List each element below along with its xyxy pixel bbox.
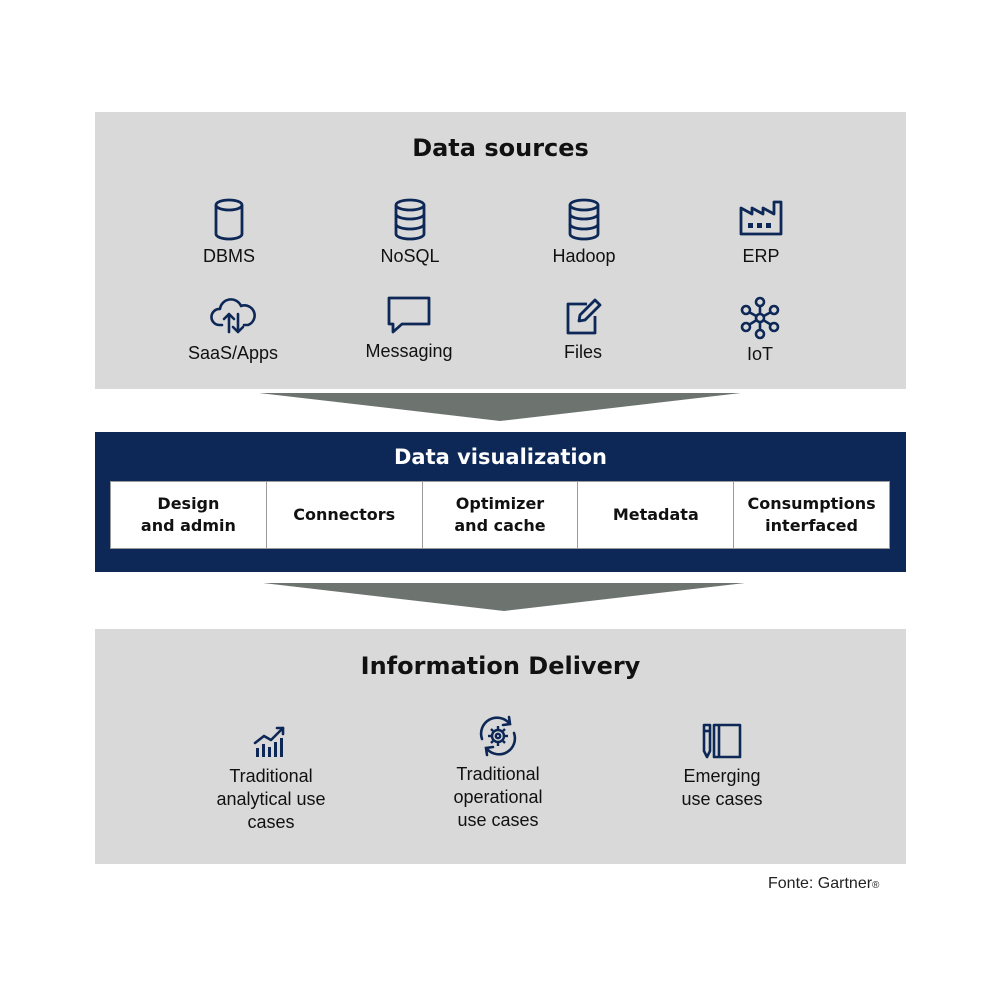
component-metadata: Metadata [578, 482, 735, 548]
information-delivery-panel: Information Delivery Traditional analyti… [95, 629, 906, 864]
data-visualization-band: Data visualization Design and admin Conn… [95, 432, 906, 572]
source-label: ERP [742, 246, 780, 266]
component-connectors: Connectors [267, 482, 423, 548]
component-optimizer-cache: Optimizer and cache [423, 482, 579, 548]
database-icon [568, 198, 600, 241]
visualization-components-row: Design and admin Connectors Optimizer an… [110, 481, 890, 549]
source-label: NoSQL [380, 246, 440, 266]
delivery-item-emerging: Emerging use cases [622, 723, 822, 811]
flow-arrow-down [263, 583, 745, 611]
source-label: Hadoop [552, 246, 616, 266]
data-sources-title: Data sources [412, 134, 589, 162]
flow-arrow-down [259, 393, 741, 421]
delivery-label: Emerging use cases [681, 766, 763, 809]
source-item-messaging: Messaging [329, 295, 489, 362]
source-label: IoT [746, 344, 773, 364]
source-label: Messaging [365, 341, 453, 361]
source-item-iot: IoT [680, 296, 840, 365]
delivery-item-operational: Traditional operational use cases [398, 715, 598, 832]
factory-icon [739, 200, 783, 236]
data-sources-panel: Data sources DBMS NoSQL [95, 112, 906, 389]
notebook-pencil-icon [702, 723, 742, 759]
network-nodes-icon [740, 296, 780, 340]
delivery-item-analytical: Traditional analytical use cases [171, 725, 371, 834]
source-item-files: Files [503, 298, 663, 363]
component-consumptions-interfaced: Consumptions interfaced [747, 494, 876, 535]
cloud-sync-icon [210, 298, 256, 334]
source-credit-text: Fonte: Gartner [768, 875, 873, 892]
source-item-erp: ERP [681, 198, 841, 267]
database-icon [394, 198, 426, 241]
bar-chart-trend-icon [253, 726, 285, 757]
gear-cycle-icon [479, 715, 517, 757]
edit-document-icon [566, 298, 602, 335]
source-item-hadoop: Hadoop [504, 198, 664, 267]
data-visualization-title: Data visualization [393, 445, 608, 469]
source-item-dbms: DBMS [149, 198, 309, 267]
component-design-admin: Design and admin [111, 482, 267, 548]
source-item-saas-apps: SaaS/Apps [153, 295, 313, 364]
cylinder-icon [214, 198, 244, 241]
delivery-label: Traditional operational use cases [453, 764, 543, 830]
delivery-label: Traditional analytical use cases [216, 766, 326, 832]
chat-bubble-icon [387, 296, 431, 334]
source-credit: Fonte: Gartner® [768, 875, 879, 893]
source-label: DBMS [202, 246, 255, 266]
source-label: Files [563, 342, 602, 362]
registered-mark: ® [872, 880, 880, 891]
source-label: SaaS/Apps [187, 343, 279, 363]
information-delivery-title: Information Delivery [360, 652, 641, 680]
source-item-nosql: NoSQL [330, 198, 490, 267]
